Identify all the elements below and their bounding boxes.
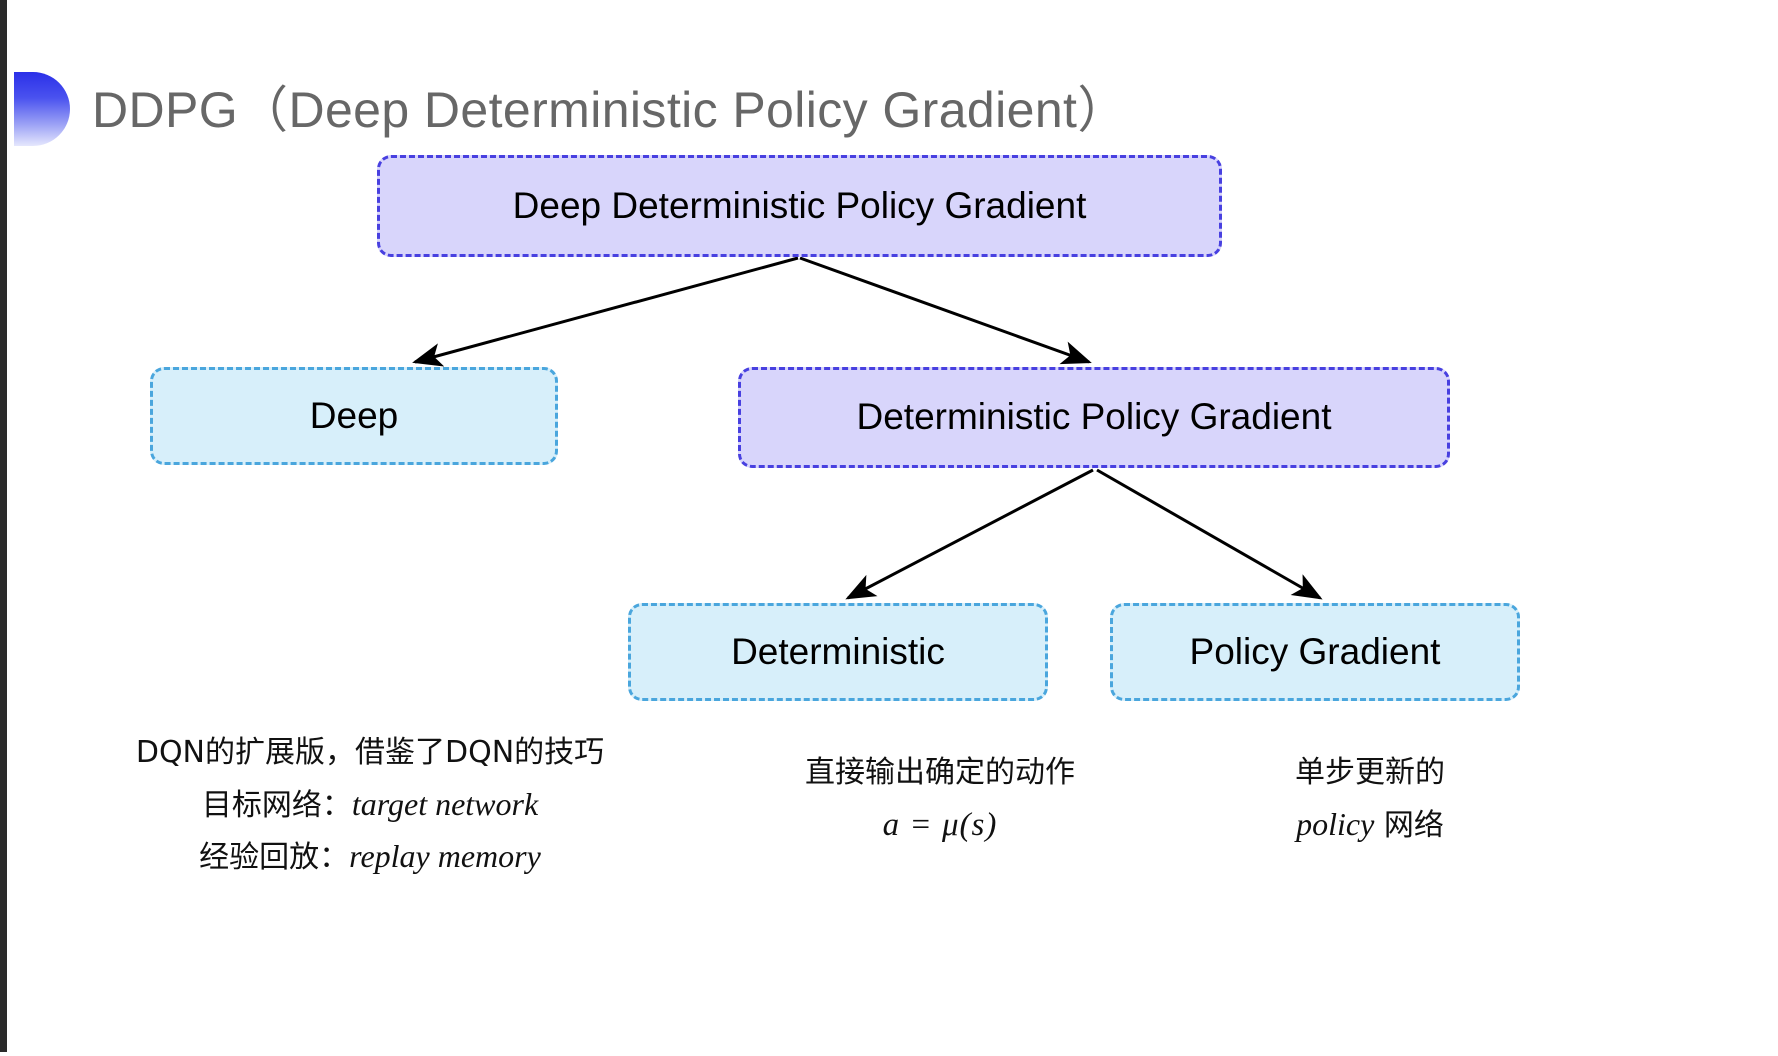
note-deep-label-target-network: 目标网络： — [201, 787, 352, 823]
page-title: DDPG（Deep Deterministic Policy Gradient） — [92, 82, 1128, 138]
note-policy-gradient-line-1: 单步更新的 — [1295, 755, 1445, 790]
note-deep-line-2: 目标网络：target network — [90, 778, 650, 831]
edge-root-to-deep — [412, 256, 799, 367]
note-policy-gradient-line-2: policy 网络 — [1140, 798, 1600, 851]
note-deterministic: 直接输出确定的动作 a = μ(s) — [680, 748, 1200, 852]
note-deterministic-line-1: 直接输出确定的动作 — [805, 755, 1075, 790]
note-deep-term-replay-memory: replay memory — [349, 838, 541, 875]
edge-dpg-to-deterministic — [845, 468, 1094, 600]
edge-root-to-dpg — [799, 256, 1092, 365]
note-deep-term-target-network: target network — [351, 785, 539, 822]
slide-bottom-edge-strip — [0, 1052, 1778, 1056]
diagram-node-root[interactable]: Deep Deterministic Policy Gradient — [377, 155, 1222, 257]
diagram-node-deterministic-policy-gradient[interactable]: Deterministic Policy Gradient — [738, 367, 1450, 468]
edge-dpg-to-policy-gradient — [1096, 468, 1323, 600]
note-deep-label-replay-memory: 经验回放： — [199, 840, 350, 876]
note-deep: DQN的扩展版，借鉴了DQN的技巧 目标网络：target network 经验… — [90, 728, 650, 883]
note-policy-gradient-suffix: 网络 — [1374, 807, 1444, 843]
note-deep-line-3: 经验回放：replay memory — [90, 830, 650, 883]
note-policy-gradient-term-policy: policy — [1296, 805, 1375, 842]
diagram-node-deep[interactable]: Deep — [150, 367, 558, 465]
diagram-node-deterministic[interactable]: Deterministic — [628, 603, 1048, 701]
diagram-node-policy-gradient[interactable]: Policy Gradient — [1110, 603, 1520, 701]
title-bullet-icon — [14, 72, 70, 146]
slide-left-edge-strip — [0, 0, 7, 1056]
note-deep-line-1: DQN的扩展版，借鉴了DQN的技巧 — [135, 735, 605, 770]
note-deterministic-formula: a = μ(s) — [882, 806, 998, 843]
note-policy-gradient: 单步更新的 policy 网络 — [1140, 748, 1600, 850]
